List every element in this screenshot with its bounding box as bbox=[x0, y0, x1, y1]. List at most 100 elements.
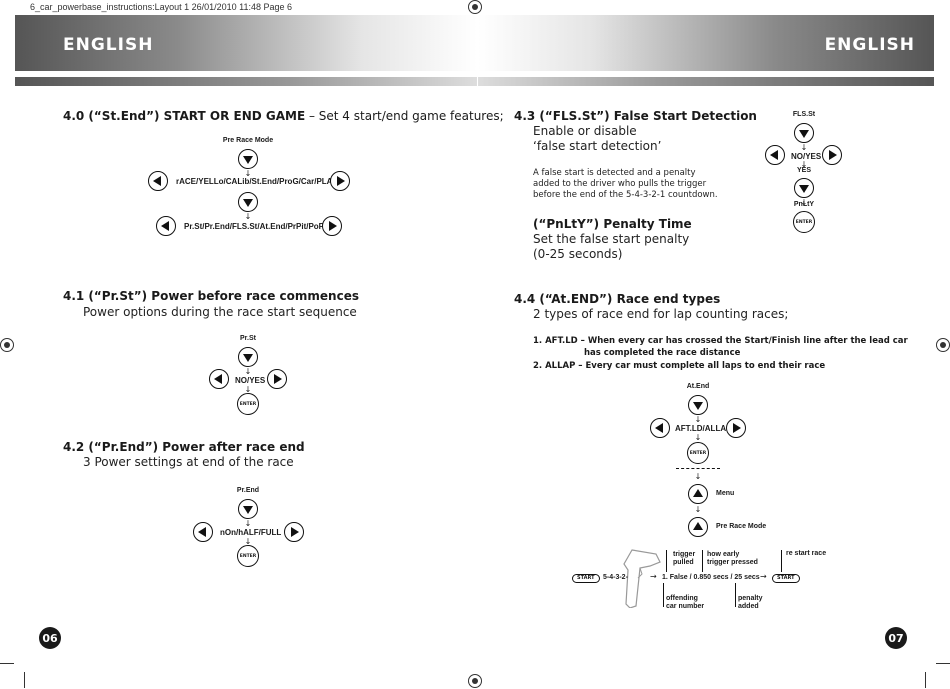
crop-mark bbox=[925, 672, 926, 688]
left-button[interactable] bbox=[193, 522, 213, 542]
start-badge-left: START bbox=[572, 574, 600, 583]
fls-st-label: FLS.St bbox=[792, 111, 816, 118]
pnlty-label: PnLtY bbox=[793, 201, 815, 208]
race-end-item-1-continued: has completed the race distance bbox=[584, 348, 741, 358]
crop-mark bbox=[936, 663, 950, 664]
left-button[interactable] bbox=[156, 216, 176, 236]
crop-mark bbox=[0, 663, 14, 664]
how-early-1: how early bbox=[707, 551, 740, 558]
section-40-title-bold: 4.0 (“St.End”) START OR END GAME bbox=[63, 109, 306, 123]
left-button[interactable] bbox=[209, 369, 229, 389]
banner-title-left: ENGLISH bbox=[63, 35, 154, 55]
down-arrow-icon bbox=[243, 354, 253, 362]
enter-button[interactable]: ENTER bbox=[793, 211, 815, 233]
registration-mark-top bbox=[468, 0, 482, 14]
left-button[interactable] bbox=[765, 145, 785, 165]
down-arrow-icon bbox=[799, 185, 809, 193]
right-button[interactable] bbox=[322, 216, 342, 236]
right-button[interactable] bbox=[726, 418, 746, 438]
pr-st-label: Pr.St bbox=[240, 335, 256, 342]
left-arrow-icon bbox=[655, 423, 663, 433]
section-44-body: 2 types of race end for lap counting rac… bbox=[533, 307, 789, 321]
race-end-item-1: 1. AFT.LD – When every car has crossed t… bbox=[533, 336, 908, 346]
down-arrow-icon bbox=[693, 402, 703, 410]
down-button[interactable] bbox=[794, 178, 814, 198]
flow-arrow-icon: ↓ bbox=[244, 169, 252, 178]
flow-arrow-icon: ↓ bbox=[244, 385, 252, 394]
right-button[interactable] bbox=[267, 369, 287, 389]
dashed-divider bbox=[676, 468, 720, 469]
left-arrow-icon bbox=[770, 150, 778, 160]
enter-button[interactable]: ENTER bbox=[687, 442, 709, 464]
down-button[interactable] bbox=[238, 499, 258, 519]
right-button[interactable] bbox=[822, 145, 842, 165]
false-start-note-2: added to the driver who pulls the trigge… bbox=[533, 179, 707, 189]
down-arrow-icon bbox=[243, 156, 253, 164]
false-start-options: NO/YES bbox=[791, 152, 822, 161]
down-arrow-icon bbox=[799, 130, 809, 138]
section-43-title: 4.3 (“FLS.St”) False Start Detection bbox=[514, 109, 757, 123]
section-40-title: 4.0 (“St.End”) START OR END GAME – Set 4… bbox=[63, 109, 504, 123]
at-end-label: At.End bbox=[686, 383, 710, 390]
trigger-controller-icon bbox=[623, 549, 661, 608]
banner-left: ENGLISH bbox=[15, 15, 477, 71]
flow-arrow-icon: ↓ bbox=[800, 143, 808, 152]
down-arrow-icon bbox=[243, 506, 253, 514]
trigger-pulled-1: trigger bbox=[673, 551, 696, 558]
start-end-options: Pr.St/Pr.End/FLS.St/At.End/PrPit/PoPit bbox=[184, 222, 329, 231]
countdown-text: 5-4-3-2- bbox=[603, 574, 628, 581]
right-button[interactable] bbox=[330, 171, 350, 191]
right-arrow-icon bbox=[733, 423, 741, 433]
down-button[interactable] bbox=[238, 192, 258, 212]
stripe-right bbox=[478, 77, 934, 86]
penalty-1: penalty bbox=[738, 595, 763, 602]
banner-title-right: ENGLISH bbox=[824, 35, 915, 55]
flow-arrow-icon: ↓ bbox=[244, 367, 252, 376]
enter-button[interactable]: ENTER bbox=[237, 545, 259, 567]
how-early-2: trigger pressed bbox=[707, 559, 758, 566]
false-start-note-1: A false start is detected and a penalty bbox=[533, 168, 696, 178]
race-end-item-2: 2. ALLAP – Every car must complete all l… bbox=[533, 361, 826, 371]
registration-mark-left bbox=[0, 338, 14, 352]
right-button[interactable] bbox=[284, 522, 304, 542]
flow-arrow-icon: ↓ bbox=[800, 160, 808, 169]
penalty-time-body-1: Set the false start penalty bbox=[533, 232, 690, 246]
trigger-pulled-2: pulled bbox=[673, 559, 694, 566]
left-arrow-icon bbox=[153, 176, 161, 186]
start-badge-right: START bbox=[772, 574, 800, 583]
down-button[interactable] bbox=[688, 395, 708, 415]
flow-arrow-icon: ↓ bbox=[694, 472, 702, 481]
flow-arrow-icon: ↓ bbox=[244, 212, 252, 221]
offending-2: car number bbox=[666, 603, 705, 610]
up-arrow-icon bbox=[693, 522, 703, 530]
penalty-pointer bbox=[735, 583, 736, 607]
section-44-title: 4.4 (“At.END”) Race end types bbox=[514, 292, 721, 306]
left-button[interactable] bbox=[650, 418, 670, 438]
menu-label: Menu bbox=[716, 490, 735, 497]
section-42-title: 4.2 (“Pr.End”) Power after race end bbox=[63, 440, 305, 454]
page-number-left: 06 bbox=[39, 627, 61, 649]
right-arrow-icon bbox=[337, 176, 345, 186]
restart-text: re start race bbox=[786, 550, 827, 557]
left-button[interactable] bbox=[148, 171, 168, 191]
race-end-options: AFT.LD/ALLAP bbox=[675, 424, 732, 433]
down-button[interactable] bbox=[794, 123, 814, 143]
trigger-pulled-pointer bbox=[666, 550, 667, 572]
offending-1: offending bbox=[666, 595, 698, 602]
down-arrow-icon bbox=[243, 199, 253, 207]
how-early-pointer bbox=[702, 550, 703, 572]
power-after-options: nOn/hALF/FULL bbox=[220, 528, 282, 537]
arrow-right-icon: → bbox=[650, 572, 657, 581]
crop-mark bbox=[24, 672, 25, 688]
right-arrow-icon bbox=[829, 150, 837, 160]
down-button[interactable] bbox=[238, 347, 258, 367]
restart-pointer bbox=[781, 550, 782, 572]
section-43-body-2: ‘false start detection’ bbox=[533, 139, 662, 153]
enter-button[interactable]: ENTER bbox=[237, 393, 259, 415]
up-button[interactable] bbox=[688, 517, 708, 537]
down-button[interactable] bbox=[238, 149, 258, 169]
game-feature-options: rACE/YELLo/CALib/St.End/ProG/Car/PLAtF bbox=[176, 177, 341, 186]
offending-pointer bbox=[663, 583, 664, 607]
up-button[interactable] bbox=[688, 484, 708, 504]
left-arrow-icon bbox=[198, 527, 206, 537]
